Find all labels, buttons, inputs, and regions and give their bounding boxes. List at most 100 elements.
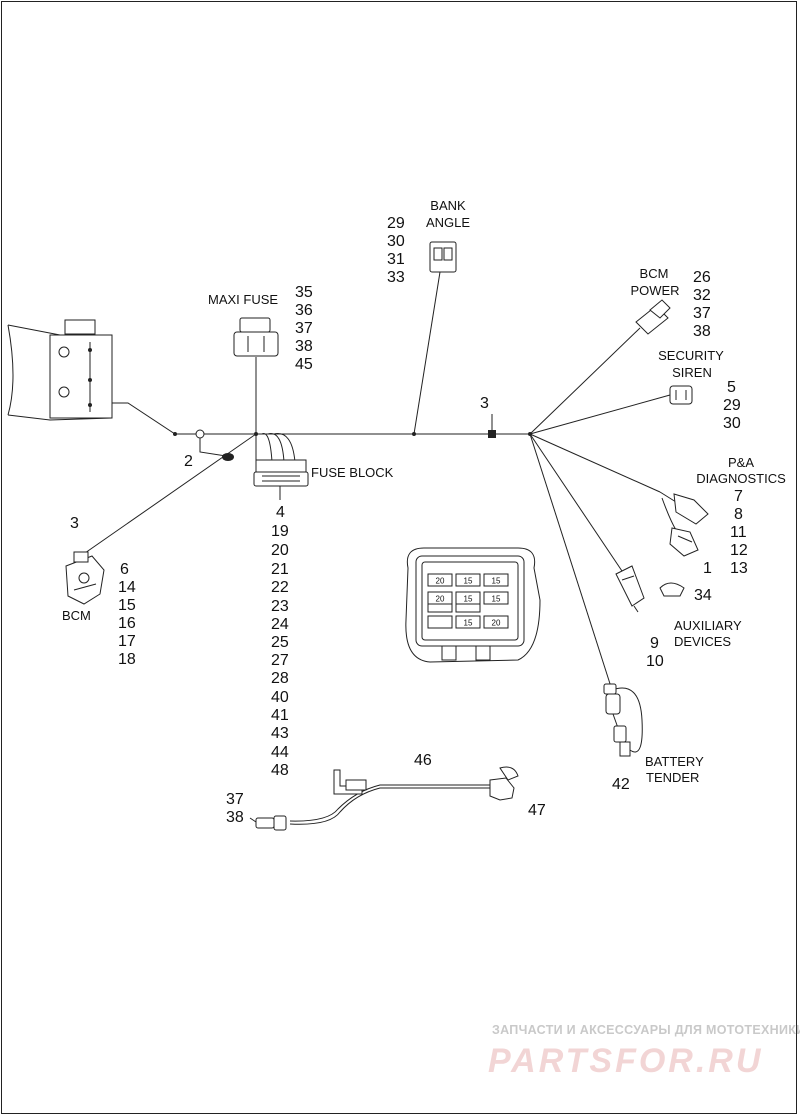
harness-clip	[488, 414, 496, 438]
relay-slot	[427, 603, 453, 613]
svg-text:37: 37	[693, 305, 711, 322]
fuse-block-part	[253, 459, 309, 500]
svg-text:36: 36	[295, 302, 313, 319]
svg-text:22: 22	[271, 579, 289, 596]
svg-text:20: 20	[271, 542, 289, 559]
svg-text:29: 29	[723, 397, 741, 414]
watermark-brand: PARTSFOR.RU	[488, 1042, 763, 1080]
maxi-fuse-label: MAXI FUSE	[208, 292, 278, 307]
battery-tender-label: BATTERY	[645, 754, 704, 769]
svg-text:4: 4	[276, 504, 285, 521]
ground-clip	[195, 429, 234, 461]
harness-clip-number: 3	[480, 395, 489, 412]
svg-text:18: 18	[118, 651, 136, 668]
svg-text:12: 12	[730, 542, 748, 559]
svg-text:6: 6	[120, 561, 129, 578]
fuse-slot	[427, 573, 453, 587]
svg-text:43: 43	[271, 725, 289, 742]
fuse-rating-label: 15	[464, 577, 473, 586]
svg-text:16: 16	[118, 615, 136, 632]
svg-text:7: 7	[734, 488, 743, 505]
frame-bracket	[7, 319, 113, 421]
fuse-block-numbers: 4 19 20 21 22 23 24 25 27 28 40 41 43 44…	[271, 504, 289, 779]
fuse-rating-label: 15	[492, 595, 501, 604]
svg-text:15: 15	[118, 597, 136, 614]
bcm-label: BCM	[62, 608, 91, 623]
svg-text:45: 45	[295, 356, 313, 373]
fuse-rating-label: 20	[492, 619, 501, 628]
bcm-part	[65, 551, 105, 605]
svg-text:26: 26	[693, 269, 711, 286]
security-siren-label-2: SIREN	[672, 365, 712, 380]
pa-diagnostics-extra-number: 1	[703, 560, 712, 577]
fuse-block-detail: 20 15 15 20 15 15 15 20	[405, 547, 541, 663]
svg-text:35: 35	[295, 284, 313, 301]
battery-tender-label-2: TENDER	[646, 770, 699, 785]
bank-angle-label: BANK	[430, 198, 466, 213]
svg-text:44: 44	[271, 744, 289, 761]
pa-diagnostics-connector	[659, 491, 709, 557]
auxiliary-label-2: DEVICES	[674, 634, 731, 649]
bcm-power-label-2: POWER	[630, 283, 679, 298]
svg-text:9: 9	[650, 635, 659, 652]
extension-harness	[249, 766, 519, 831]
relay-slot	[427, 615, 453, 629]
svg-text:40: 40	[271, 689, 289, 706]
fuse-rating-label: 20	[436, 595, 445, 604]
svg-text:10: 10	[646, 653, 664, 670]
relay-slot	[455, 603, 481, 613]
bcm-power-label: BCM	[640, 266, 669, 281]
pa-diagnostics-label: P&A	[728, 455, 754, 470]
svg-text:19: 19	[271, 523, 289, 540]
fuse-slot	[483, 573, 509, 587]
svg-text:48: 48	[271, 762, 289, 779]
battery-tender-lead	[603, 683, 643, 757]
svg-text:38: 38	[226, 809, 244, 826]
svg-text:32: 32	[693, 287, 711, 304]
watermark-tagline: ЗАПЧАСТИ И АКСЕССУАРЫ ДЛЯ МОТОТЕХНИКИ	[492, 1023, 800, 1037]
auxiliary-cap-number: 34	[694, 587, 712, 604]
bank-angle-numbers: 29 30 31 33	[387, 215, 405, 286]
auxiliary-numbers: 9 10	[646, 635, 664, 670]
bcm-power-numbers: 26 32 37 38	[693, 269, 711, 340]
maxi-fuse-numbers: 35 36 37 38 45	[295, 284, 313, 373]
svg-text:27: 27	[271, 652, 289, 669]
ground-clip-number: 2	[184, 453, 193, 470]
bcm-power-connector	[635, 299, 671, 335]
svg-text:5: 5	[727, 379, 736, 396]
auxiliary-label: AUXILIARY	[674, 618, 742, 633]
fuse-rating-label: 15	[464, 595, 473, 604]
svg-text:23: 23	[271, 598, 289, 615]
svg-text:11: 11	[730, 524, 747, 541]
svg-text:41: 41	[271, 707, 289, 724]
bank-angle-connector	[429, 241, 457, 273]
svg-text:31: 31	[387, 251, 405, 268]
extension-plug-numbers: 37 38	[226, 791, 244, 826]
fuse-slot	[455, 615, 481, 629]
svg-text:13: 13	[730, 560, 748, 577]
battery-tender-number: 42	[612, 776, 630, 793]
svg-text:30: 30	[723, 415, 741, 432]
svg-text:21: 21	[271, 561, 289, 578]
bcm-top-number: 3	[70, 515, 79, 532]
fuse-rating-label: 15	[464, 619, 473, 628]
fuse-block-label: FUSE BLOCK	[311, 465, 394, 480]
svg-text:37: 37	[226, 791, 244, 808]
bcm-numbers: 6 14 15 16 17 18	[118, 561, 136, 668]
security-siren-numbers: 5 29 30	[723, 379, 741, 432]
fuse-rating-label: 20	[436, 577, 445, 586]
fuse-slot	[483, 591, 509, 605]
auxiliary-connector	[615, 565, 685, 613]
fuse-rating-label: 15	[492, 577, 501, 586]
fuse-slot	[483, 615, 509, 629]
extension-harness-number: 46	[414, 752, 432, 769]
svg-text:29: 29	[387, 215, 405, 232]
maxi-fuse-part	[233, 317, 279, 357]
svg-text:24: 24	[271, 616, 289, 633]
main-harness	[84, 271, 671, 691]
svg-text:25: 25	[271, 634, 289, 651]
svg-text:38: 38	[693, 323, 711, 340]
svg-text:33: 33	[387, 269, 405, 286]
